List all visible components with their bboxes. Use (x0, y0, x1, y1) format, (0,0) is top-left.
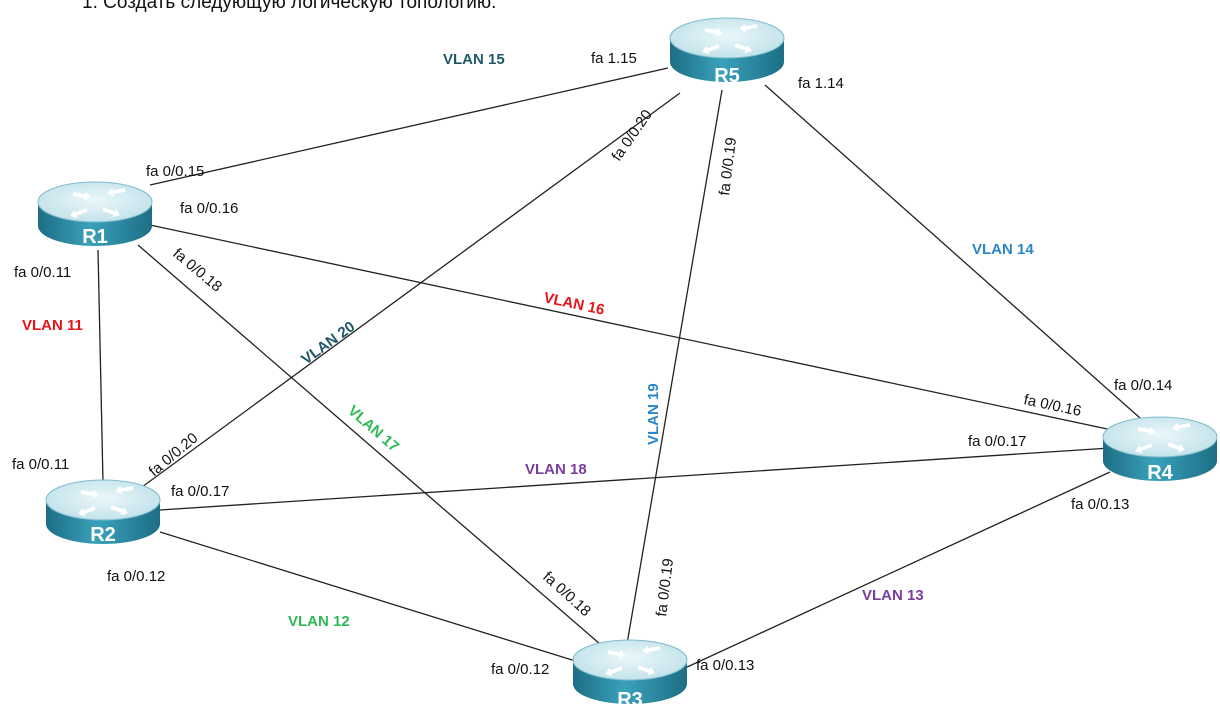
link-r1-r2 (97, 249, 104, 483)
vlan-label-r1-r2: VLAN 11 (22, 317, 83, 334)
link-r2-r4 (159, 447, 1111, 511)
interface-labels: fa 1.15 fa 1.14 fa 0/0.20 fa 0/0.19 fa 0… (12, 50, 1172, 678)
vlan-label-r4-r3: VLAN 13 (862, 587, 924, 604)
link-r5-r3 (626, 89, 723, 645)
vlan-labels: VLAN 15 VLAN 11 VLAN 16 VLAN 17 VLAN 20 … (22, 51, 1034, 630)
link-r1-r3 (137, 244, 601, 645)
if-label-r1-fa0-0.16: fa 0/0.16 (180, 200, 238, 217)
router-icon (669, 17, 785, 82)
if-label-r2-fa0-0.11: fa 0/0.11 (12, 456, 69, 473)
router-icon (45, 479, 161, 544)
heading-fragment: 1. Создать следующую логическую топологи… (82, 0, 496, 13)
link-r1-r5 (149, 67, 669, 186)
vlan-label-r1-r4: VLAN 16 (542, 289, 606, 318)
router-label-r5: R5 (714, 65, 740, 87)
if-label-r2-fa0-0.20: fa 0/0.20 (146, 430, 202, 481)
if-label-r4-fa0-0.16: fa 0/0.16 (1022, 391, 1083, 420)
vlan-label-r2-r4: VLAN 18 (525, 461, 587, 478)
router-label-r3: R3 (617, 689, 643, 711)
link-r5-r4 (764, 84, 1141, 419)
if-label-r5-fa0-0.20: fa 0/0.20 (608, 107, 655, 165)
if-label-r5-fa1-15: fa 1.15 (591, 50, 637, 67)
router-icon (1102, 416, 1218, 481)
if-label-r3-fa0-0.12: fa 0/0.12 (491, 661, 549, 678)
if-label-r4-fa0-0.17: fa 0/0.17 (968, 433, 1026, 450)
if-label-r2-fa0-0.12: fa 0/0.12 (107, 568, 165, 585)
vlan-label-r5-r4: VLAN 14 (972, 241, 1034, 258)
vlan-label-r1-r5: VLAN 15 (443, 51, 505, 68)
if-label-r4-fa0-0.13: fa 0/0.13 (1071, 496, 1129, 513)
link-r2-r5 (141, 92, 681, 488)
vlan-label-r2-r3: VLAN 12 (288, 613, 350, 630)
router-r3[interactable]: R3 (572, 639, 688, 711)
router-r2[interactable]: R2 (45, 479, 161, 546)
if-label-r2-fa0-0.17: fa 0/0.17 (171, 483, 229, 500)
if-label-r1-fa0-0.11: fa 0/0.11 (14, 264, 71, 281)
if-label-r3-fa0-0.18: fa 0/0.18 (539, 568, 594, 620)
if-label-r1-fa0-0.15: fa 0/0.15 (146, 163, 204, 180)
if-label-r3-fa0-0.19: fa 0/0.19 (653, 557, 677, 617)
link-r1-r4 (149, 224, 1113, 431)
vlan-label-r5-r3: VLAN 19 (645, 383, 662, 445)
router-r4[interactable]: R4 (1102, 416, 1218, 484)
if-label-r1-fa0-0.18: fa 0/0.18 (169, 245, 225, 296)
if-label-r5-fa1-14: fa 1.14 (798, 75, 844, 92)
if-label-r4-fa0-0.14: fa 0/0.14 (1114, 377, 1172, 394)
router-r5[interactable]: R5 (669, 17, 785, 87)
link-r2-r3 (159, 531, 586, 665)
links (97, 67, 1141, 669)
router-label-r2: R2 (90, 524, 116, 546)
link-r4-r3 (684, 471, 1111, 669)
router-icon (572, 639, 688, 704)
vlan-label-r2-r5: VLAN 20 (298, 318, 358, 368)
router-icon (37, 181, 153, 246)
router-label-r1: R1 (82, 226, 108, 248)
if-label-r5-fa0-0.19: fa 0/0.19 (716, 136, 740, 196)
router-r1[interactable]: R1 (37, 181, 153, 248)
router-label-r4: R4 (1147, 462, 1173, 484)
if-label-r3-fa0-0.13: fa 0/0.13 (696, 657, 754, 674)
